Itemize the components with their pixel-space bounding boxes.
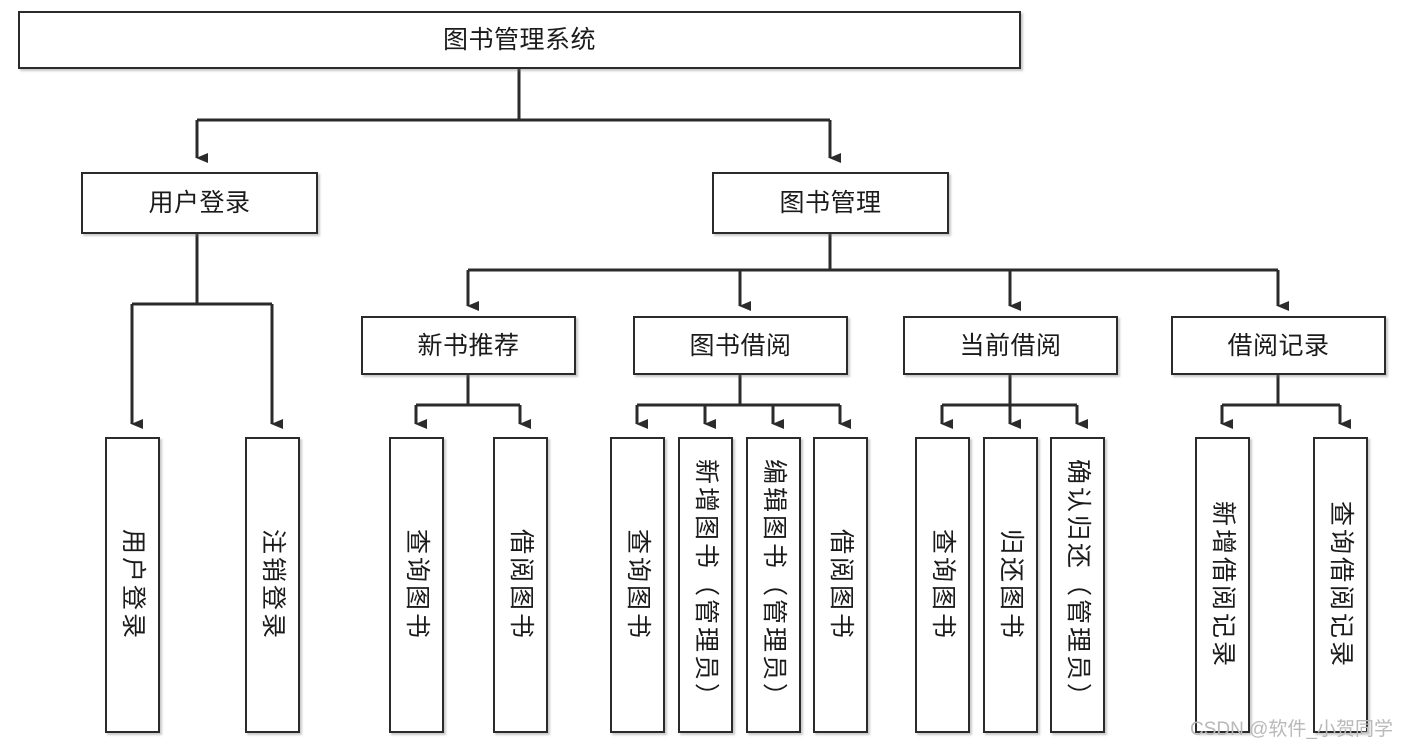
leaf-borrow-book[interactable]: 借阅图书 xyxy=(813,437,868,733)
leaf-edit-book-label: 编辑图书（管理员） xyxy=(759,458,788,712)
node-new-book-recommend-label: 新书推荐 xyxy=(417,331,520,360)
leaf-user-login[interactable]: 用户登录 xyxy=(105,437,160,733)
leaf-borrow-book-recommend[interactable]: 借阅图书 xyxy=(493,437,548,733)
leaf-add-borrow-record[interactable]: 新增借阅记录 xyxy=(1195,437,1250,733)
node-borrow-record-label: 借阅记录 xyxy=(1227,331,1330,360)
leaf-query-book-recommend-label: 查询图书 xyxy=(402,528,431,642)
leaf-query-book-borrow[interactable]: 查询图书 xyxy=(610,437,665,733)
node-root[interactable]: 图书管理系统 xyxy=(18,11,1021,69)
csdn-watermark: CSDN @软件_小贺同学 xyxy=(1190,719,1393,740)
leaf-return-book[interactable]: 归还图书 xyxy=(983,437,1038,733)
leaf-query-book-current-label: 查询图书 xyxy=(928,528,957,642)
node-current-borrow[interactable]: 当前借阅 xyxy=(903,316,1118,375)
leaf-confirm-return[interactable]: 确认归还（管理员） xyxy=(1050,437,1105,733)
leaf-logout-label: 注销登录 xyxy=(258,528,287,642)
leaf-edit-book[interactable]: 编辑图书（管理员） xyxy=(746,437,801,733)
node-current-borrow-label: 当前借阅 xyxy=(959,331,1062,360)
leaf-return-book-label: 归还图书 xyxy=(996,528,1025,642)
leaf-add-book-label: 新增图书（管理员） xyxy=(691,458,720,712)
node-user-login[interactable]: 用户登录 xyxy=(81,172,318,234)
node-book-borrow-label: 图书借阅 xyxy=(689,331,792,360)
leaf-logout[interactable]: 注销登录 xyxy=(245,437,300,733)
node-borrow-record[interactable]: 借阅记录 xyxy=(1171,316,1386,375)
node-new-book-recommend[interactable]: 新书推荐 xyxy=(361,316,576,375)
leaf-query-book-recommend[interactable]: 查询图书 xyxy=(389,437,444,733)
leaf-query-borrow-record[interactable]: 查询借阅记录 xyxy=(1313,437,1368,733)
node-book-management-label: 图书管理 xyxy=(779,189,882,217)
leaf-borrow-book-recommend-label: 借阅图书 xyxy=(506,528,535,642)
leaf-add-book[interactable]: 新增图书（管理员） xyxy=(678,437,733,733)
node-book-borrow[interactable]: 图书借阅 xyxy=(633,316,848,375)
node-root-label: 图书管理系统 xyxy=(442,26,596,54)
leaf-user-login-label: 用户登录 xyxy=(118,528,147,642)
leaf-query-book-borrow-label: 查询图书 xyxy=(623,528,652,642)
leaf-query-book-current[interactable]: 查询图书 xyxy=(915,437,970,733)
leaf-add-borrow-record-label: 新增借阅记录 xyxy=(1208,500,1237,670)
node-book-management[interactable]: 图书管理 xyxy=(712,172,949,234)
leaf-confirm-return-label: 确认归还（管理员） xyxy=(1063,458,1092,712)
leaf-borrow-book-label: 借阅图书 xyxy=(826,528,855,642)
leaf-query-borrow-record-label: 查询借阅记录 xyxy=(1326,500,1355,670)
node-user-login-label: 用户登录 xyxy=(148,189,251,217)
